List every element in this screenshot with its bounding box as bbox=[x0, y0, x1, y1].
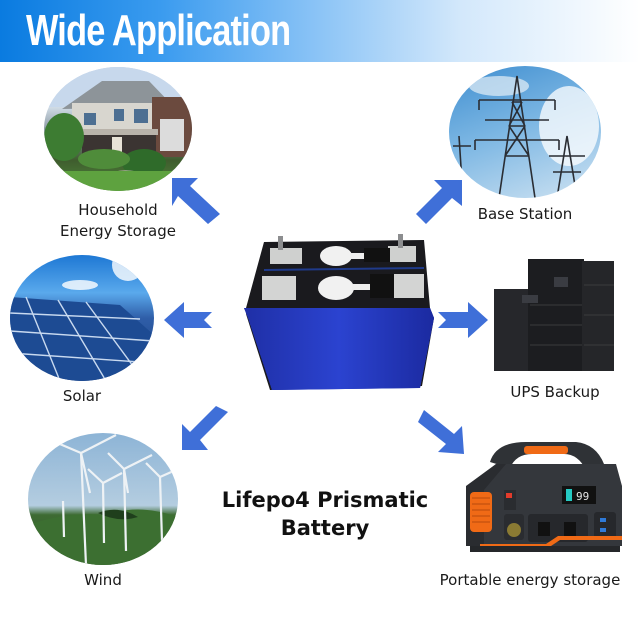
arrow-left-icon bbox=[164, 302, 212, 338]
household-label-line2: Energy Storage bbox=[60, 222, 176, 240]
household-photo bbox=[44, 67, 192, 191]
arrow-up-right-icon bbox=[416, 180, 462, 224]
wind-photo bbox=[28, 433, 178, 565]
portable-label-line1: Portable energy storage bbox=[439, 571, 621, 589]
wind-label-line1: Wind bbox=[84, 571, 122, 589]
arrow-down-left-icon bbox=[182, 406, 228, 450]
solar-label-line1: Solar bbox=[62, 387, 102, 405]
product-title-line2: Battery bbox=[280, 516, 370, 540]
product-title: Lifepo4 Prismatic Battery bbox=[205, 486, 445, 542]
household-label: Household Energy Storage bbox=[44, 200, 192, 242]
base-station-photo bbox=[449, 66, 601, 198]
solar-photo bbox=[10, 255, 154, 381]
header-banner: Wide Application bbox=[0, 0, 640, 62]
ups-label: UPS Backup bbox=[490, 382, 620, 403]
ups-photo bbox=[492, 255, 622, 373]
ups-label-line1: UPS Backup bbox=[510, 383, 600, 401]
household-label-line1: Household bbox=[78, 201, 158, 219]
display-readout: 99 bbox=[576, 490, 589, 503]
solar-label: Solar bbox=[10, 386, 154, 407]
arrow-up-left-icon bbox=[172, 178, 220, 224]
battery-image bbox=[238, 228, 434, 392]
arrow-right-icon bbox=[438, 302, 488, 338]
base-station-label-line1: Base Station bbox=[477, 205, 573, 223]
portable-photo: 99 bbox=[466, 440, 626, 558]
portable-label: Portable energy storage bbox=[425, 570, 635, 591]
product-title-line1: Lifepo4 Prismatic bbox=[221, 488, 429, 512]
base-station-label: Base Station bbox=[449, 204, 601, 225]
arrow-down-right-icon bbox=[418, 410, 464, 454]
banner-title: Wide Application bbox=[26, 6, 291, 55]
wind-label: Wind bbox=[28, 570, 178, 591]
